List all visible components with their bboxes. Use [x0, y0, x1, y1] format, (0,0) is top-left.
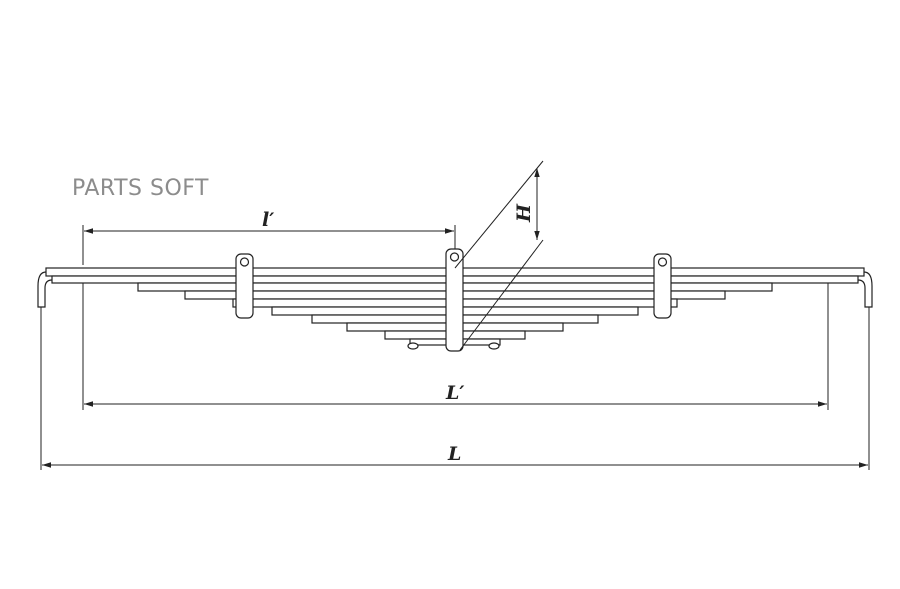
clip-left: [235, 253, 254, 319]
nut-right: [488, 342, 500, 350]
label-total-length: L: [447, 443, 461, 465]
watermark: PARTS SOFT: [72, 176, 209, 201]
label-eye-length: L′: [445, 382, 464, 404]
height-construction: [454, 160, 544, 351]
label-half-length: l′: [262, 209, 274, 231]
dim-eye-length: [82, 283, 829, 410]
nut-left: [407, 342, 419, 350]
center-bolt: [445, 248, 464, 352]
dim-total-length: [40, 307, 870, 470]
clip-right: [653, 253, 672, 319]
label-height: H: [513, 203, 535, 223]
dim-half-length: [82, 225, 456, 265]
